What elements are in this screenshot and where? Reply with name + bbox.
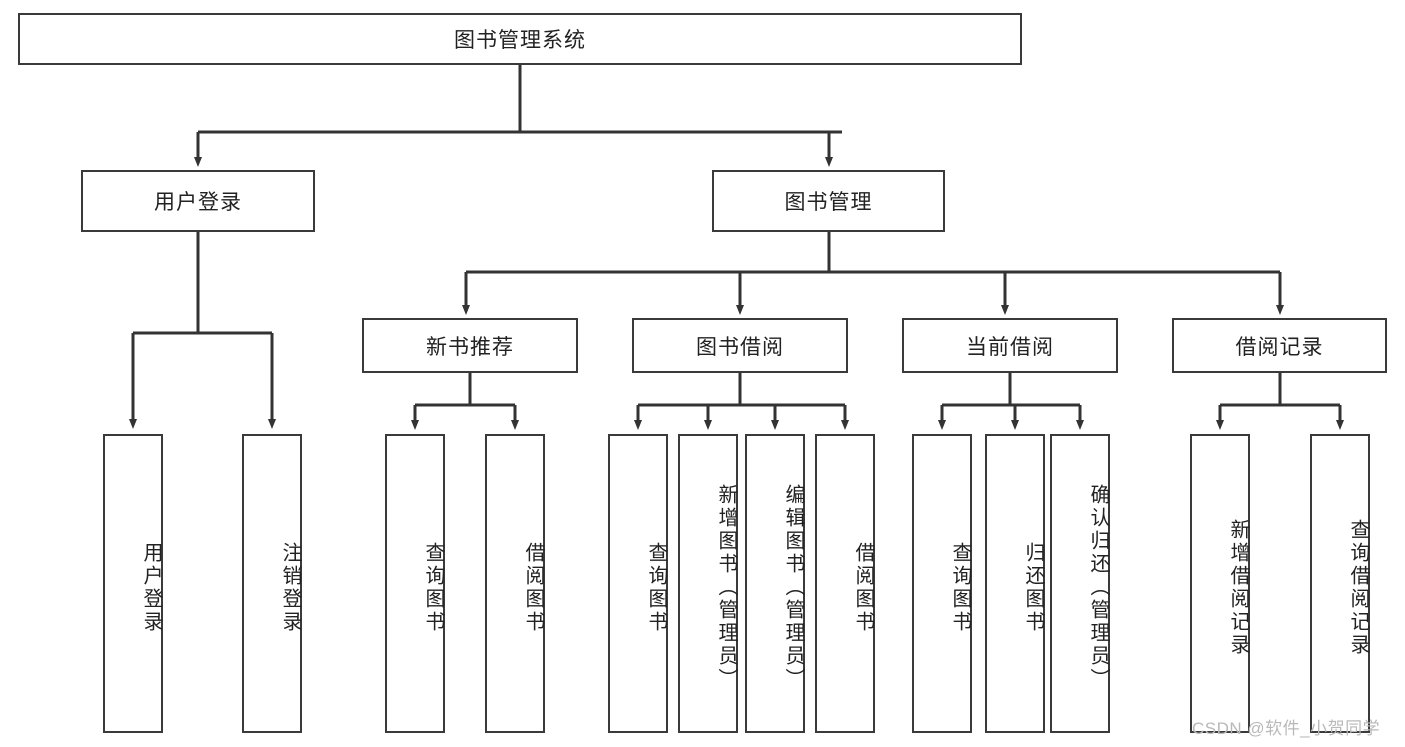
node-user-login[interactable]: 用户登录 <box>81 170 315 232</box>
node-borrow-record[interactable]: 借阅记录 <box>1172 318 1387 373</box>
node-root[interactable]: 图书管理系统 <box>18 13 1022 65</box>
leaf-query-book-new[interactable]: 查询图书 <box>385 434 445 733</box>
leaf-add-borrow-record[interactable]: 新增借阅记录 <box>1190 434 1250 733</box>
leaf-user-login[interactable]: 用户登录 <box>103 434 163 733</box>
leaf-confirm-return-admin[interactable]: 确认归还（管理员） <box>1050 434 1110 733</box>
leaf-logout[interactable]: 注销登录 <box>242 434 302 733</box>
leaf-query-book-current[interactable]: 查询图书 <box>912 434 972 733</box>
node-new-book-recommend[interactable]: 新书推荐 <box>362 318 578 373</box>
leaf-borrow-book[interactable]: 借阅图书 <box>815 434 875 733</box>
node-book-management[interactable]: 图书管理 <box>712 170 945 232</box>
csdn-watermark: CSDN @软件_小贺同学 <box>1192 719 1381 738</box>
leaf-edit-book-admin[interactable]: 编辑图书（管理员） <box>745 434 805 733</box>
leaf-query-book-borrow[interactable]: 查询图书 <box>608 434 668 733</box>
node-current-borrow[interactable]: 当前借阅 <box>902 318 1118 373</box>
leaf-query-borrow-record[interactable]: 查询借阅记录 <box>1310 434 1370 733</box>
leaf-borrow-book-new[interactable]: 借阅图书 <box>485 434 545 733</box>
node-book-borrow[interactable]: 图书借阅 <box>632 318 848 373</box>
leaf-return-book[interactable]: 归还图书 <box>985 434 1045 733</box>
leaf-add-book-admin[interactable]: 新增图书（管理员） <box>678 434 738 733</box>
